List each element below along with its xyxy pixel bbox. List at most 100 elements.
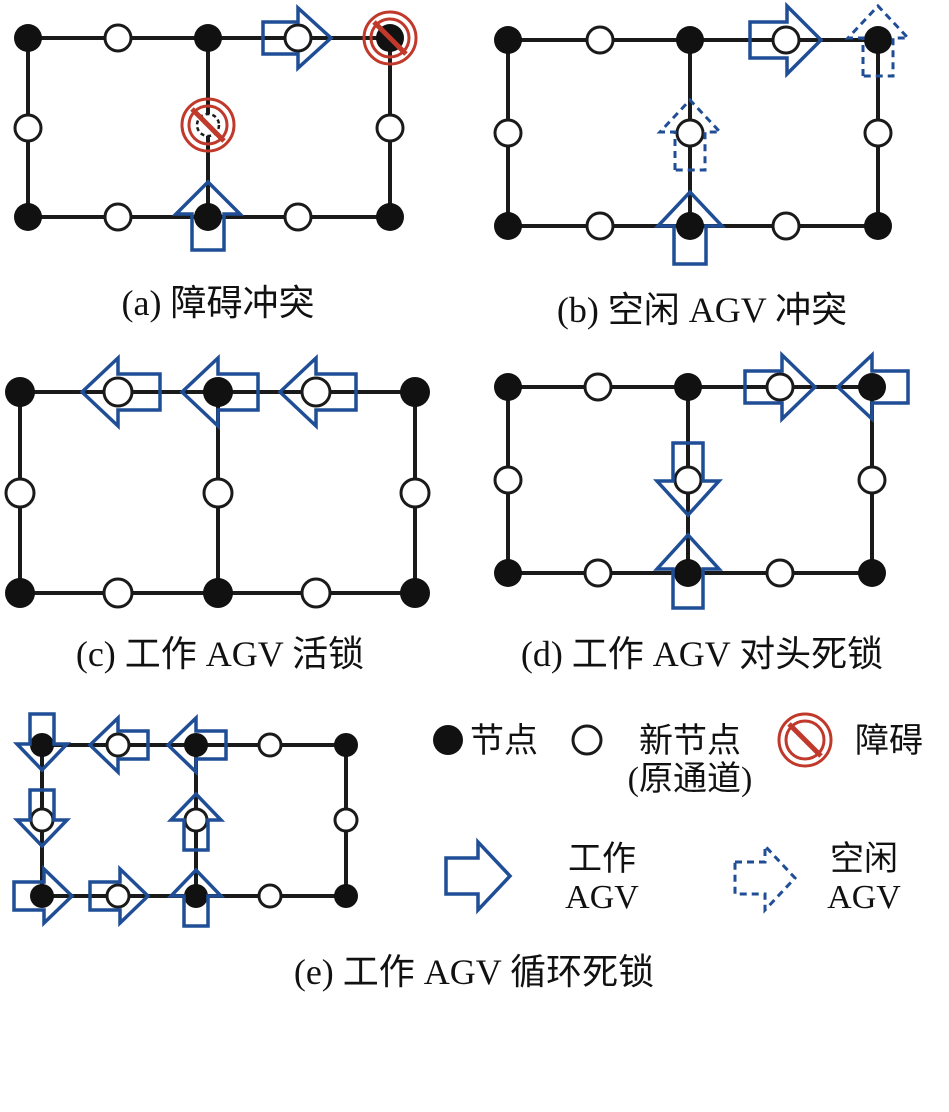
new-node — [857, 465, 887, 495]
node — [864, 212, 892, 240]
new-node — [493, 118, 523, 148]
new-node — [103, 202, 133, 232]
new-node — [333, 807, 359, 833]
legend-idle-agv-icon — [733, 842, 798, 914]
legend-idle-agv-sublabel: AGV — [827, 879, 901, 916]
working-agv-arrow — [743, 350, 818, 424]
new-node — [765, 372, 795, 402]
new-node — [257, 883, 283, 909]
new-node — [771, 25, 801, 55]
working-agv-arrow — [87, 713, 150, 777]
legend-new-node-sublabel: (原通道) — [628, 760, 753, 798]
node — [858, 559, 886, 587]
node — [203, 377, 233, 407]
working-agv-arrow — [179, 353, 260, 431]
legend-working-agv-icon — [444, 837, 513, 915]
obstacle-icon — [180, 97, 236, 153]
working-agv-arrow — [171, 179, 245, 252]
panel-e-caption: (e) 工作 AGV 循环死锁 — [294, 952, 654, 992]
new-node — [585, 25, 615, 55]
panel-c-caption: (c) 工作 AGV 活锁 — [76, 634, 364, 674]
node — [494, 212, 522, 240]
new-node — [202, 477, 234, 509]
new-node — [105, 883, 131, 909]
working-agv-arrow — [653, 441, 723, 518]
working-agv-arrow — [261, 4, 334, 72]
legend-obstacle-icon — [777, 712, 833, 768]
working-agv-arrow — [653, 189, 727, 266]
node — [334, 884, 358, 908]
new-node — [675, 118, 705, 148]
working-agv-arrow — [653, 532, 723, 610]
working-agv-arrow — [835, 350, 910, 424]
panel-e-graph — [29, 732, 359, 909]
new-node — [673, 465, 703, 495]
node — [194, 24, 222, 52]
new-node — [103, 23, 133, 53]
node — [30, 884, 54, 908]
legend: 节点 新节点 (原通道) 障碍 工作 AGV 空闲 AGV — [433, 712, 923, 916]
new-node — [183, 807, 209, 833]
working-agv-arrow — [166, 791, 226, 852]
node — [14, 24, 42, 52]
new-node — [102, 376, 134, 408]
node — [5, 578, 35, 608]
legend-new-node-icon — [571, 724, 603, 756]
panel-b-graph — [493, 25, 893, 241]
node — [14, 203, 42, 231]
obstacle-icon — [362, 10, 418, 66]
node — [858, 373, 886, 401]
node — [494, 26, 522, 54]
new-node — [13, 113, 43, 143]
panel-d-caption: (d) 工作 AGV 对头死锁 — [521, 634, 883, 674]
new-node — [4, 477, 36, 509]
new-node — [585, 211, 615, 241]
panel-b: (b) 空闲 AGV 冲突 — [493, 1, 912, 330]
legend-idle-agv-label: 空闲 — [830, 840, 898, 878]
node — [334, 733, 358, 757]
working-agv-arrow — [748, 1, 824, 79]
node — [203, 578, 233, 608]
panel-a-graph — [13, 23, 405, 232]
new-node — [765, 558, 795, 588]
new-node — [300, 577, 332, 609]
new-node — [863, 118, 893, 148]
new-node — [102, 577, 134, 609]
idle-agv-arrow — [656, 97, 724, 172]
panel-a-caption: (a) 障碍冲突 — [122, 283, 315, 323]
new-node — [583, 558, 613, 588]
node — [184, 884, 208, 908]
new-node — [493, 465, 523, 495]
node — [5, 377, 35, 407]
node — [674, 559, 702, 587]
node — [184, 733, 208, 757]
working-agv-arrow — [79, 353, 162, 431]
new-node — [105, 732, 131, 758]
working-agv-arrow — [12, 712, 72, 773]
working-agv-arrow — [12, 788, 72, 849]
new-node — [29, 807, 55, 833]
node — [400, 377, 430, 407]
legend-obstacle-label: 障碍 — [855, 722, 923, 760]
panel-c: (c) 工作 AGV 活锁 — [4, 353, 431, 674]
node — [30, 733, 54, 757]
new-node — [283, 202, 313, 232]
working-agv-arrow — [12, 864, 75, 928]
new-node — [399, 477, 431, 509]
node — [494, 559, 522, 587]
new-node — [257, 732, 283, 758]
new-node — [583, 372, 613, 402]
new-node — [300, 376, 332, 408]
working-agv-arrow — [165, 713, 228, 777]
new-node — [375, 113, 405, 143]
panel-d: (d) 工作 AGV 对头死锁 — [493, 350, 910, 674]
working-agv-arrow — [166, 867, 226, 928]
new-node — [771, 211, 801, 241]
working-agv-arrow — [88, 864, 151, 928]
legend-working-agv-label: 工作 — [568, 841, 636, 878]
legend-new-node-label: 新节点 — [639, 722, 741, 760]
panel-e: (e) 工作 AGV 循环死锁 — [12, 712, 654, 992]
node — [864, 26, 892, 54]
node — [676, 26, 704, 54]
